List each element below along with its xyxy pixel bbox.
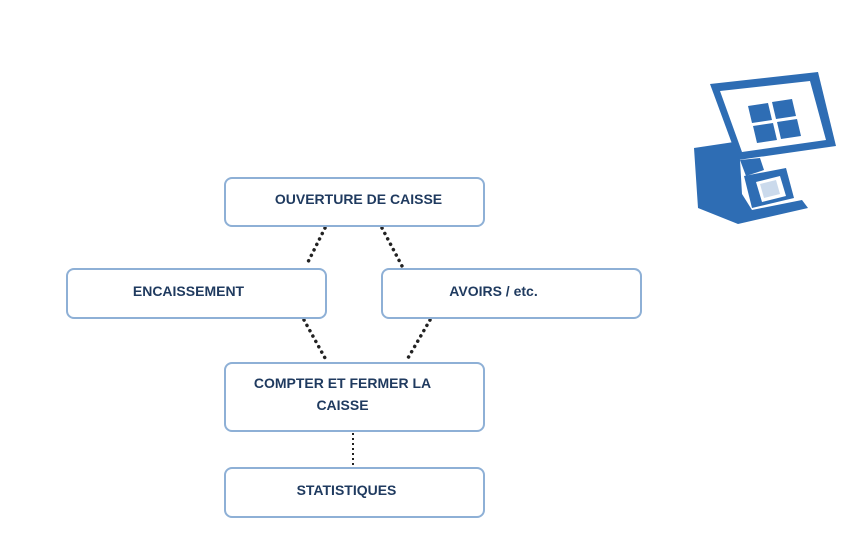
- node-label: AVOIRS / etc.: [449, 282, 538, 299]
- node-label: OUVERTURE DE CAISSE: [274, 191, 443, 207]
- edge-encaissement-compter: [302, 318, 327, 360]
- edge-ouverture-avoirs: [380, 226, 404, 268]
- node-label: STATISTIQUES: [296, 481, 397, 498]
- node-label: ENCAISSEMENT: [132, 282, 245, 299]
- pos-terminal-icon: [694, 72, 836, 224]
- node-label: COMPTER ET FERMER LA CAISSE: [253, 375, 432, 413]
- node-avoirs: AVOIRS / etc.: [381, 268, 642, 319]
- node-statistiques: STATISTIQUES: [224, 467, 485, 518]
- edge-ouverture-encaissement: [304, 226, 327, 268]
- node-encaissement: ENCAISSEMENT: [66, 268, 327, 319]
- node-compter-et-fermer-la-caisse: COMPTER ET FERMER LA CAISSE: [224, 362, 485, 432]
- edge-avoirs-compter: [406, 318, 432, 360]
- node-ouverture-de-caisse: OUVERTURE DE CAISSE: [224, 177, 485, 227]
